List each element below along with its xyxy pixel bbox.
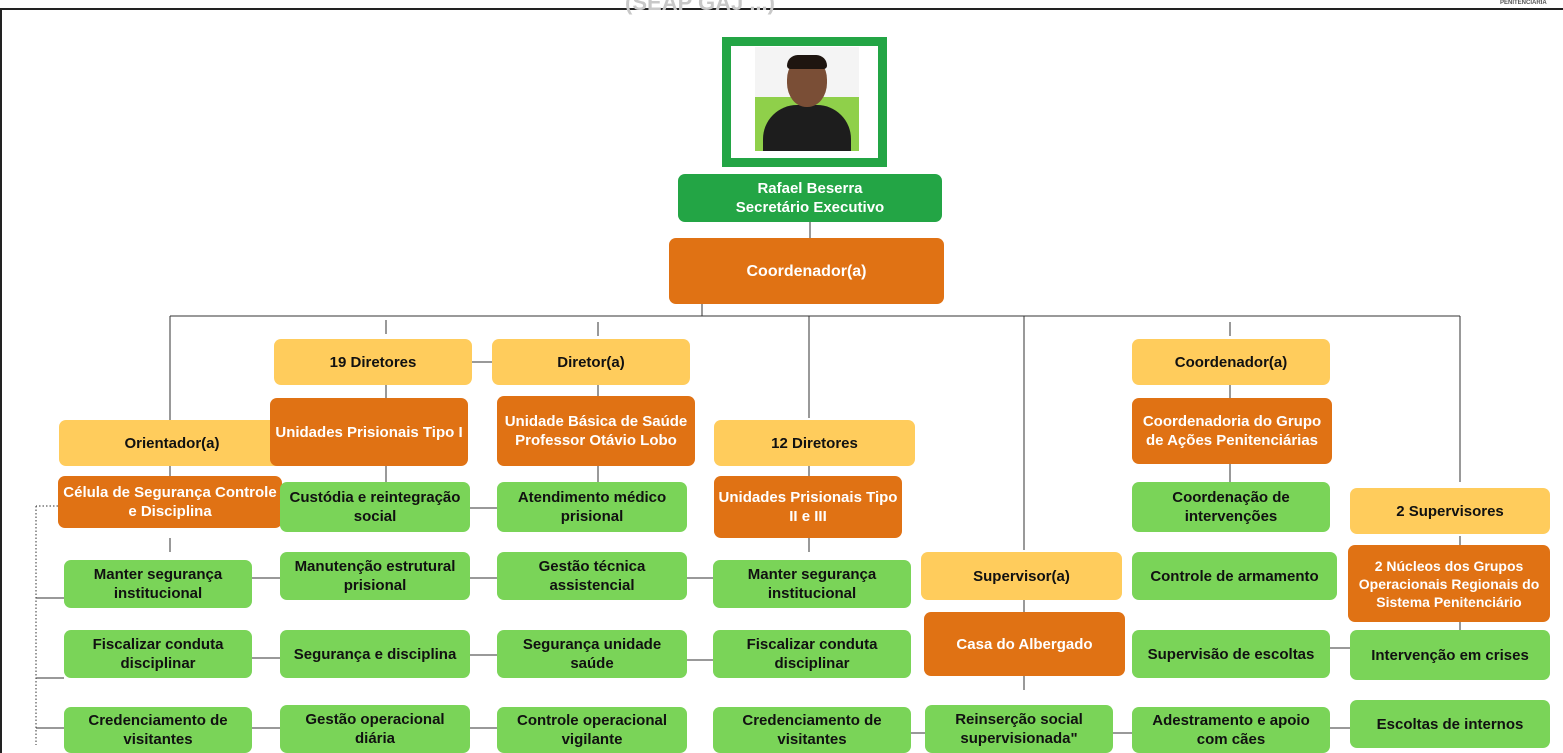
head-title: Secretário Executivo [735,199,885,216]
tipo1-task-4: Gestão operacional diária [280,705,470,753]
gap-task-1: Coordenação de intervenções [1132,482,1330,532]
diagram-frame [0,8,1563,753]
nucleos-task-2: Escoltas de internos [1350,700,1550,748]
orientador-role: Orientador(a) [59,420,285,466]
nucleos-task-1: Intervenção em crises [1350,630,1550,680]
cut-title: (SEAP GAJ ...) [625,0,775,15]
head-name: Rafael Beserra [757,180,863,197]
tipo2-unit: Unidades Prisionais Tipo II e III [714,476,902,538]
tipo1-task-2: Manutenção estrutural prisional [280,552,470,600]
brand-text: PENITENCIÁRIA [1500,0,1547,6]
gap-task-2: Controle de armamento [1132,552,1337,600]
tipo2-task-1: Manter segurança institucional [713,560,911,608]
tipo2-role: 12 Diretores [714,420,915,466]
gap-task-4: Adestramento e apoio com cães [1132,707,1330,753]
saude-task-4: Controle operacional vigilante [497,707,687,753]
albergado-task-1: Reinserção social supervisionada" [925,705,1113,753]
albergado-role: Supervisor(a) [921,552,1122,600]
gap-unit: Coordenadoria do Grupo de Ações Penitenc… [1132,398,1332,464]
gap-role: Coordenador(a) [1132,339,1330,385]
head-node: Rafael Beserra Secretário Executivo [678,174,942,222]
tipo1-task-3: Segurança e disciplina [280,630,470,678]
tipo1-role: 19 Diretores [274,339,472,385]
photo-shirt [763,105,851,151]
photo-hair [787,55,827,69]
tipo2-task-2: Fiscalizar conduta disciplinar [713,630,911,678]
albergado-unit: Casa do Albergado [924,612,1125,676]
tipo2-task-3: Credenciamento de visitantes [713,707,911,753]
person-photo [755,47,859,151]
orientador-task-1: Manter segurança institucional [64,560,252,608]
nucleos-unit: 2 Núcleos dos Grupos Operacionais Region… [1348,545,1550,622]
saude-task-3: Segurança unidade saúde [497,630,687,678]
saude-role: Diretor(a) [492,339,690,385]
orientador-unit: Célula de Segurança Controle e Disciplin… [58,476,282,528]
saude-unit: Unidade Básica de Saúde Professor Otávio… [497,396,695,466]
nucleos-role: 2 Supervisores [1350,488,1550,534]
orientador-task-2: Fiscalizar conduta disciplinar [64,630,252,678]
coordinator-node: Coordenador(a) [669,238,944,304]
orientador-task-3: Credenciamento de visitantes [64,707,252,753]
saude-task-2: Gestão técnica assistencial [497,552,687,600]
tipo1-unit: Unidades Prisionais Tipo I [270,398,468,466]
saude-task-1: Atendimento médico prisional [497,482,687,532]
gap-task-3: Supervisão de escoltas [1132,630,1330,678]
tipo1-task-1: Custódia e reintegração social [280,482,470,532]
